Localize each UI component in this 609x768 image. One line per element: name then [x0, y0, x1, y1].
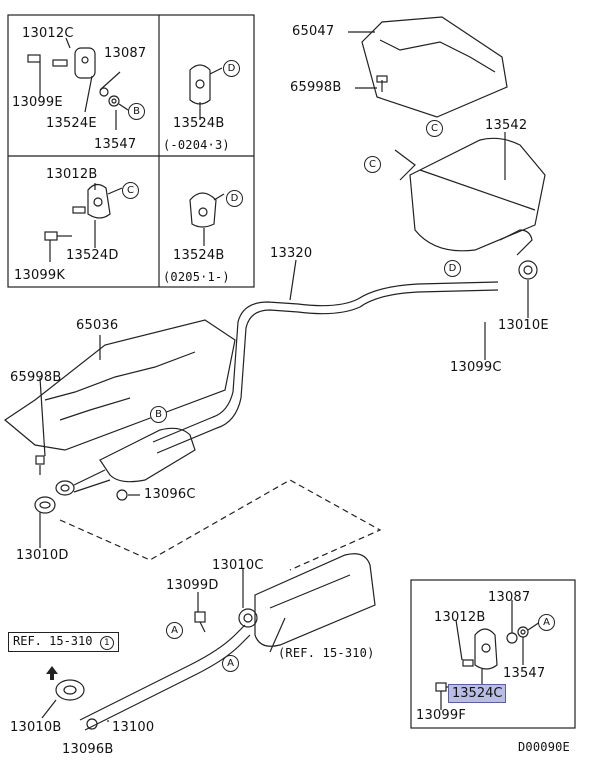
part-label-65998b: 65998B — [290, 80, 342, 95]
part-label-13099k: 13099K — [14, 268, 66, 283]
part-label-65998b-left: 65998B — [10, 370, 62, 385]
part-label-13099c: 13099C — [450, 360, 502, 375]
part-label-13524b-alt: 13524B — [173, 248, 225, 263]
reference-note[interactable]: (REF. 15-310) — [278, 646, 375, 660]
part-label-13099e: 13099E — [12, 95, 63, 110]
part-label-13012b: 13012B — [46, 167, 98, 182]
callout-d: D — [444, 260, 461, 277]
callout-a: A — [538, 614, 555, 631]
callout-d: D — [226, 190, 243, 207]
part-label-13524d: 13524D — [66, 248, 119, 263]
part-note-13524b-alt: (0205·1-) — [163, 270, 230, 284]
part-label-13096b: 13096B — [62, 742, 114, 757]
part-label-13010b: 13010B — [10, 720, 62, 735]
part-label-13542: 13542 — [485, 118, 528, 133]
part-label-13012c: 13012C — [22, 26, 74, 41]
callout-c: C — [122, 182, 139, 199]
part-note-13524b: (-0204·3) — [163, 138, 230, 152]
reference-box[interactable]: REF. 15-310 1 — [8, 632, 119, 652]
callout-c: C — [426, 120, 443, 137]
part-label-13524e: 13524E — [46, 116, 97, 131]
part-label-13096c: 13096C — [144, 487, 196, 502]
part-label-13099f: 13099F — [416, 708, 467, 723]
part-label-13100: 13100 — [112, 720, 155, 735]
reference-number: 1 — [99, 636, 114, 650]
up-arrow-icon — [46, 666, 58, 680]
callout-d: D — [223, 60, 240, 77]
inset-frame-bottom — [410, 579, 576, 729]
part-label-13087: 13087 — [104, 46, 147, 61]
part-label-13087-inset: 13087 — [488, 590, 531, 605]
inset-frame — [7, 14, 255, 288]
part-label-13547: 13547 — [94, 137, 137, 152]
part-label-13010c: 13010C — [212, 558, 264, 573]
callout-a: A — [166, 622, 183, 639]
part-label-13320: 13320 — [270, 246, 313, 261]
callout-b: B — [128, 103, 145, 120]
callout-a: A — [222, 655, 239, 672]
part-label-13012b-inset: 13012B — [434, 610, 486, 625]
part-label-13547-inset: 13547 — [503, 666, 546, 681]
highlighted-part-13524c[interactable]: 13524C — [448, 684, 507, 703]
part-label-13524b: 13524B — [173, 116, 225, 131]
callout-c: C — [364, 156, 381, 173]
diagram-code: D00090E — [518, 740, 570, 754]
part-label-65036: 65036 — [76, 318, 119, 333]
part-label-13010e: 13010E — [498, 318, 549, 333]
callout-b: B — [150, 406, 167, 423]
part-label-65047: 65047 — [292, 24, 335, 39]
part-label-13010d: 13010D — [16, 548, 69, 563]
part-label-13099d: 13099D — [166, 578, 219, 593]
reference-text: REF. 15-310 — [13, 634, 93, 648]
